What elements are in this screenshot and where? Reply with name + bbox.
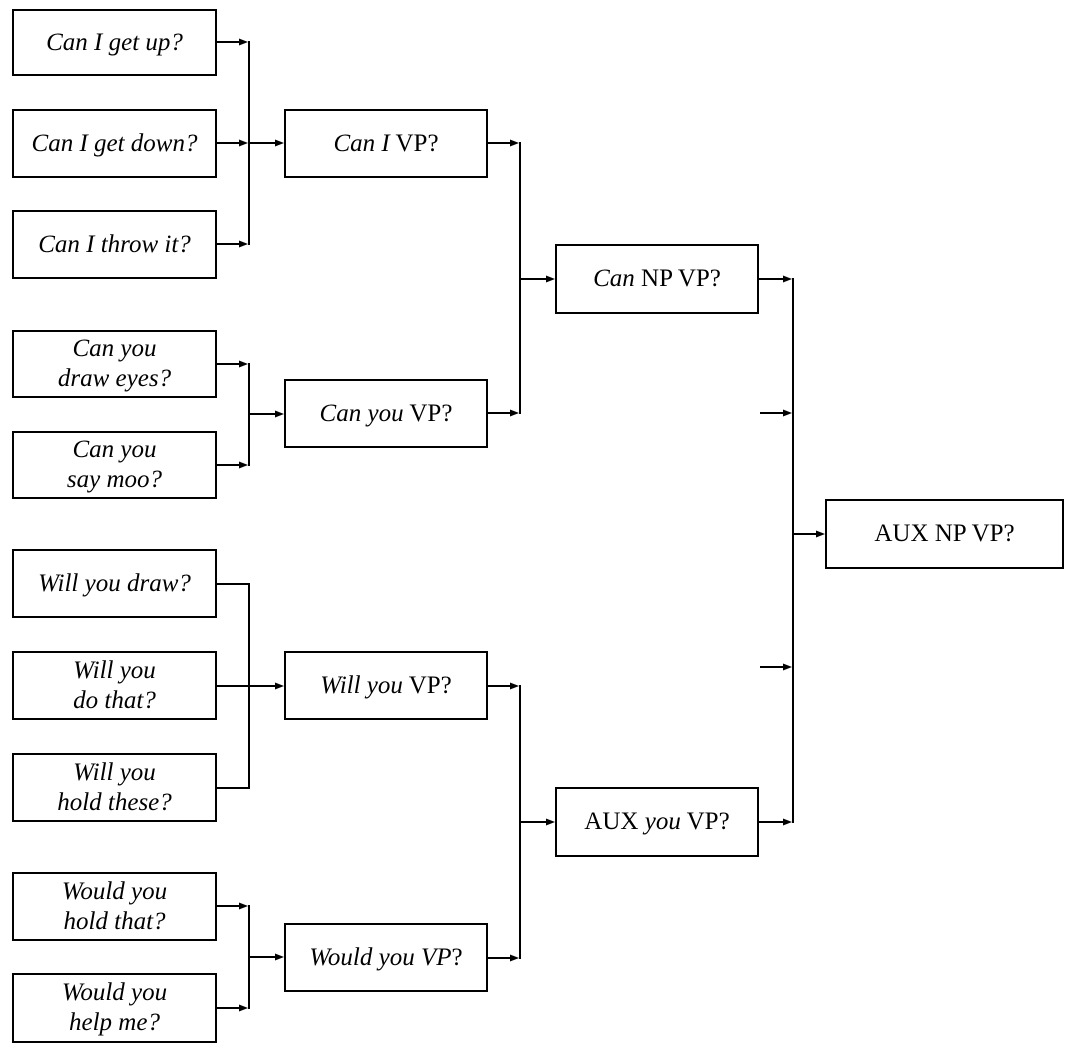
node-label-line: AUX NP VP?: [874, 519, 1014, 549]
node-label-line: hold that?: [62, 907, 167, 937]
label-italic-segment: Would you VP: [309, 943, 452, 971]
label-italic-segment: Can I get up?: [46, 28, 183, 56]
label-roman-segment: VP?: [389, 129, 439, 157]
label-italic-segment: hold these?: [57, 788, 172, 816]
label-roman-segment: NP VP?: [634, 265, 721, 292]
node-label-line: Would you: [62, 877, 167, 907]
node-label-line: Can I VP?: [333, 129, 438, 159]
label-italic-segment: Can I throw it?: [38, 230, 191, 258]
label-italic-segment: you: [644, 808, 681, 835]
label-roman-segment: VP?: [402, 671, 452, 699]
label-italic-segment: Can I get down?: [31, 129, 198, 157]
node-label-line: Can you: [58, 334, 171, 364]
label-italic-segment: hold that?: [63, 907, 166, 935]
label-roman-segment: AUX NP VP?: [874, 520, 1015, 547]
node-aux-you-vp: AUX you VP?: [555, 787, 759, 857]
node-can-you-vp: Can you VP?: [284, 379, 488, 448]
label-italic-segment: Can you: [72, 436, 157, 463]
node-label-line: Can NP VP?: [593, 264, 721, 294]
label-italic-segment: draw eyes?: [57, 365, 172, 392]
node-can-np-vp: Can NP VP?: [555, 244, 759, 314]
node-label-line: Can you: [67, 435, 162, 465]
label-italic-segment: Will you: [73, 758, 156, 786]
label-italic-segment: Will you draw?: [38, 569, 191, 597]
node-label-line: Can I get up?: [46, 28, 183, 58]
node-aux-np-vp: AUX NP VP?: [825, 499, 1064, 569]
label-italic-segment: Can you: [319, 399, 404, 427]
label-italic-segment: Would you: [61, 877, 168, 905]
node-label-line: Would you: [62, 978, 167, 1008]
node-will-you-draw: Will you draw?: [12, 549, 217, 618]
label-italic-segment: Would you: [61, 979, 168, 1006]
node-label-line: AUX you VP?: [584, 807, 729, 837]
label-italic-segment: Can: [593, 265, 635, 292]
label-italic-segment: Can you: [72, 335, 157, 362]
node-label-line: Will you: [57, 758, 172, 788]
node-can-you-say-moo: Can you say moo?: [12, 431, 217, 499]
label-italic-segment: do that?: [73, 686, 156, 714]
node-can-i-throw-it: Can I throw it?: [12, 210, 217, 279]
node-label-line: Will you VP?: [320, 671, 452, 701]
node-label-line: Can you VP?: [320, 399, 453, 429]
node-label-line: Will you draw?: [38, 569, 191, 599]
node-can-you-draw-eyes: Can you draw eyes?: [12, 330, 217, 398]
label-roman-segment: VP?: [680, 808, 730, 835]
node-would-you-help-me: Would you help me?: [12, 973, 217, 1043]
node-can-i-vp: Can I VP?: [284, 109, 488, 178]
node-can-i-get-down: Can I get down?: [12, 109, 217, 178]
label-italic-segment: Will you: [320, 671, 403, 699]
node-label-line: do that?: [73, 686, 156, 716]
node-label-line: say moo?: [67, 465, 162, 495]
node-label-line: Can I throw it?: [38, 230, 191, 260]
node-label-line: hold these?: [57, 788, 172, 818]
label-italic-segment: Can I: [333, 129, 390, 157]
node-would-you-vp: Would you VP?: [284, 923, 488, 992]
node-can-i-get-up: Can I get up?: [12, 9, 217, 76]
node-label-line: Will you: [73, 656, 156, 686]
label-roman-segment: VP?: [403, 399, 453, 427]
label-roman-segment: AUX: [584, 808, 645, 835]
label-italic-segment: Will you: [73, 656, 156, 684]
node-label-line: Can I get down?: [32, 129, 198, 159]
label-roman-segment: ?: [451, 943, 463, 971]
label-italic-segment: say moo?: [66, 466, 163, 493]
node-label-line: Would you VP?: [309, 943, 462, 973]
node-label-line: help me?: [62, 1008, 167, 1038]
label-italic-segment: help me?: [69, 1009, 160, 1036]
node-label-line: draw eyes?: [58, 364, 171, 394]
node-will-you-vp: Will you VP?: [284, 651, 488, 720]
